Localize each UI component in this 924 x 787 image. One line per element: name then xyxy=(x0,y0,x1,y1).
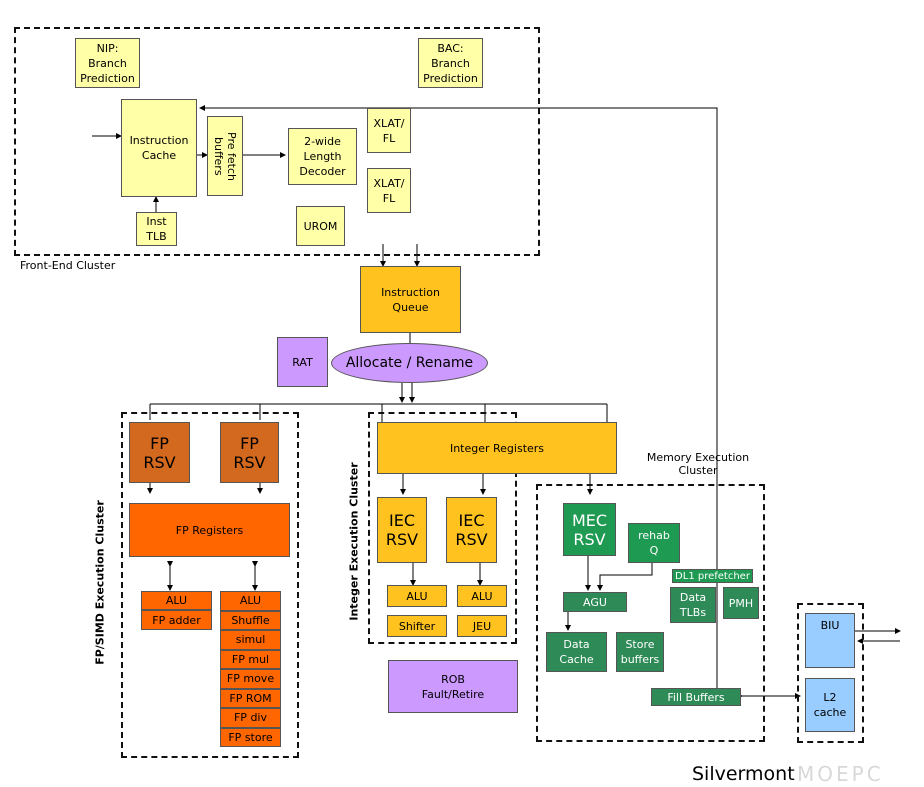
fill-buffers: Fill Buffers xyxy=(651,688,741,706)
fp-unit-fp-div: FP div xyxy=(220,708,281,728)
agu: AGU xyxy=(563,592,627,612)
mec-rsv: MEC RSV xyxy=(563,503,616,556)
xlat-fl-1: XLAT/ FL xyxy=(367,108,411,153)
fp-rsv-1: FP RSV xyxy=(129,422,190,483)
nip-branch-prediction: NIP: Branch Prediction xyxy=(75,38,140,88)
fp-simd-cluster-label: FP/SIMD Execution Cluster xyxy=(93,500,107,665)
iec-rsv-1: IEC RSV xyxy=(377,497,427,563)
dl1-prefetcher: DL1 prefetcher xyxy=(672,569,753,583)
fp-unit-fp-store: FP store xyxy=(220,727,281,747)
caption: Silvermont xyxy=(692,763,795,785)
iec-rsv-2: IEC RSV xyxy=(446,497,497,563)
watermark: MOEPC xyxy=(797,762,884,786)
allocate-rename: Allocate / Rename xyxy=(331,343,488,383)
shifter: Shifter xyxy=(387,615,447,637)
integer-cluster-label: Integer Execution Cluster xyxy=(347,462,361,621)
fp-adder: FP adder xyxy=(141,610,212,630)
l2-cache: L2 cache xyxy=(805,678,855,732)
biu: BIU xyxy=(805,613,855,668)
prefetch-buffers-label: Pre fetch buffers xyxy=(212,131,238,181)
length-decoder: 2-wide Length Decoder xyxy=(288,128,357,185)
bus-interface-cluster xyxy=(797,603,864,743)
rob-fault-retire: ROB Fault/Retire xyxy=(388,660,518,713)
inst-tlb: Inst TLB xyxy=(136,212,177,246)
prefetch-buffers: Pre fetch buffers xyxy=(207,116,243,196)
instruction-queue: Instruction Queue xyxy=(360,266,461,333)
int-alu-1: ALU xyxy=(387,585,447,607)
fp-unit-fp-rom: FP ROM xyxy=(220,688,281,708)
jeu: JEU xyxy=(457,615,507,637)
int-alu-2: ALU xyxy=(457,585,507,607)
data-tlbs: Data TLBs xyxy=(670,587,716,623)
rat: RAT xyxy=(277,337,328,387)
pmh: PMH xyxy=(723,587,759,619)
fp-unit-fp-mul: FP mul xyxy=(220,649,281,669)
store-buffers: Store buffers xyxy=(616,632,664,672)
front-end-cluster xyxy=(14,27,540,256)
fp-registers: FP Registers xyxy=(129,503,290,557)
integer-execution-cluster xyxy=(368,412,517,644)
fp-simd-cluster xyxy=(121,412,299,758)
urom: UROM xyxy=(296,206,345,246)
memory-cluster-label: Memory Execution Cluster xyxy=(646,451,750,477)
integer-registers: Integer Registers xyxy=(377,422,617,474)
rehab-q: rehab Q xyxy=(628,523,680,563)
fp-unit-shuffle: Shuffle xyxy=(220,610,281,630)
instruction-cache: Instruction Cache xyxy=(121,99,197,197)
data-cache: Data Cache xyxy=(546,632,607,672)
fp-unit-fp-move: FP move xyxy=(220,669,281,689)
bac-branch-prediction: BAC: Branch Prediction xyxy=(418,38,483,88)
fp-alu-left: ALU xyxy=(141,591,212,610)
fp-rsv-2: FP RSV xyxy=(220,422,279,483)
memory-execution-cluster xyxy=(536,484,765,742)
fp-unit-simul: simul xyxy=(220,630,281,650)
fp-unit-alu: ALU xyxy=(220,591,281,611)
front-end-cluster-label: Front-End Cluster xyxy=(20,259,116,272)
xlat-fl-2: XLAT/ FL xyxy=(367,168,411,213)
